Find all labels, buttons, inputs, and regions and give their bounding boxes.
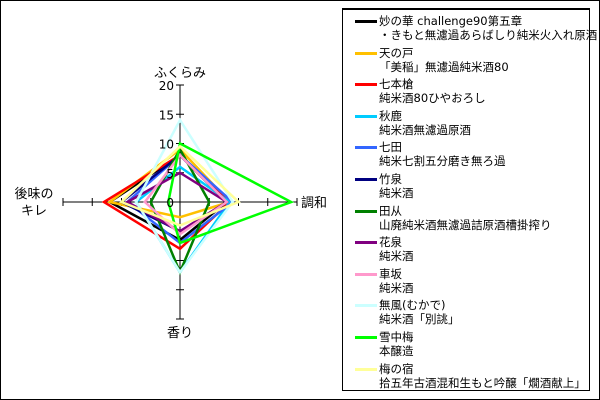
legend-sub: 拾五年古酒混和生もと吟醸「燗酒献上」 [379,375,586,390]
legend-entry: 梅の宿 拾五年古酒混和生もと吟醸「燗酒献上」 [343,362,589,394]
series-polygon [119,144,241,227]
tick-label: 10 [159,138,174,152]
legend-swatch [355,335,377,339]
series-polygon [101,153,232,251]
legend-swatch [355,51,377,55]
series-polygon [167,141,295,245]
legend-swatch [355,209,377,213]
axis-label-left-line2: キレ [21,204,47,219]
series-polygon [124,171,230,233]
legend-swatch [355,367,377,371]
legend-name: 天の戸 [379,45,414,60]
legend-sub: 純米酒 [379,249,414,264]
legend-entry: 花泉 純米酒 [343,235,589,267]
legend-entry: 天の戸 「美稲」無濾過純米酒80 [343,46,589,78]
legend-sub: ・きもと無濾過あらばしり純米火入れ原酒 [379,28,598,42]
legend-entry: 雪中梅 本醸造 [343,330,589,362]
legend-name: 七田 [379,140,402,155]
legend-name: 妙の華 challenge90第五章 [379,14,523,28]
legend-entry: 妙の華 challenge90第五章 ・きもと無濾過あらばしり純米火入れ原酒 [343,14,597,46]
legend-name: 秋鹿 [379,108,402,123]
legend-entry: 竹泉 純米酒 [343,172,589,204]
axis-label-left-line1: 後味の [14,187,53,202]
legend-swatch [355,114,377,118]
legend-sub: 純米酒無濾過原酒 [379,122,471,137]
legend-sub: 純米酒「別誂」 [379,312,460,327]
legend-entry: 秋鹿 純米酒無濾過原酒 [343,109,589,141]
radar-chart: ふくらみ 調和 香り 後味の キレ 0 5 10 15 20 [14,66,327,341]
legend-entry: 七本槍 純米酒80ひやおろし [343,77,589,109]
legend-name: 車坂 [379,266,402,281]
legend-sub: 純米酒 [379,185,414,200]
legend-swatch [355,304,377,308]
tick-label: 20 [159,79,174,93]
legend-name: 梅の宿 [379,361,414,376]
axis-label-bottom: 香り [167,326,193,341]
legend-swatch [355,241,377,245]
legend-sub: 本醸造 [379,343,414,358]
legend-swatch [355,146,377,150]
legend-name: 雪中梅 [379,329,414,344]
tick-label: 5 [166,167,174,181]
legend-sub: 純米七割五分磨き無ろ過 [379,154,506,169]
series-polygon [143,153,229,236]
tick-label: 0 [166,196,174,210]
legend-name: 花泉 [379,235,402,250]
legend-sub: 純米酒 [379,280,414,295]
legend-entry: 田从 山廃純米酒無濾過詰原酒槽掛搾り [343,204,589,236]
legend-entry: 無風(むかで) 純米酒「別誂」 [343,298,589,330]
legend-sub: 「美稲」無濾過純米酒80 [379,59,509,74]
legend-entry: 車坂 純米酒 [343,267,589,299]
legend-swatch [355,83,377,87]
legend-name: 無風(むかで) [379,298,446,313]
tick-label: 15 [159,108,174,122]
legend-swatch [355,20,377,23]
axis-label-right: 調和 [301,196,327,211]
legend: 妙の華 challenge90第五章 ・きもと無濾過あらばしり純米火入れ原酒 天… [342,8,597,394]
legend-sub: 純米酒80ひやおろし [379,91,486,106]
legend-name: 七本槍 [379,77,414,92]
legend-name: 田从 [379,203,402,218]
axis-label-top: ふくらみ [154,66,206,81]
legend-swatch [355,272,377,276]
legend-name: 竹泉 [379,171,402,186]
legend-entry: 七田 純米七割五分磨き無ろ過 [343,140,589,172]
legend-swatch [355,177,377,181]
legend-sub: 山廃純米酒無濾過詰原酒槽掛搾り [379,217,552,232]
